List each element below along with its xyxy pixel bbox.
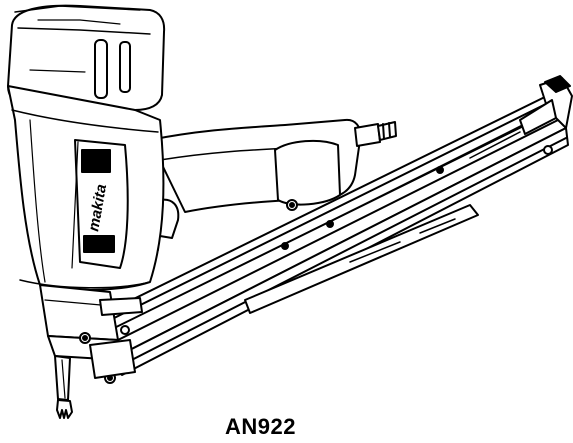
model-label: AN922	[225, 414, 296, 439]
handle	[149, 118, 397, 213]
svg-text:makita: makita	[85, 183, 110, 233]
body-housing	[7, 4, 166, 291]
magazine	[94, 75, 573, 376]
nose-assembly	[39, 284, 143, 419]
